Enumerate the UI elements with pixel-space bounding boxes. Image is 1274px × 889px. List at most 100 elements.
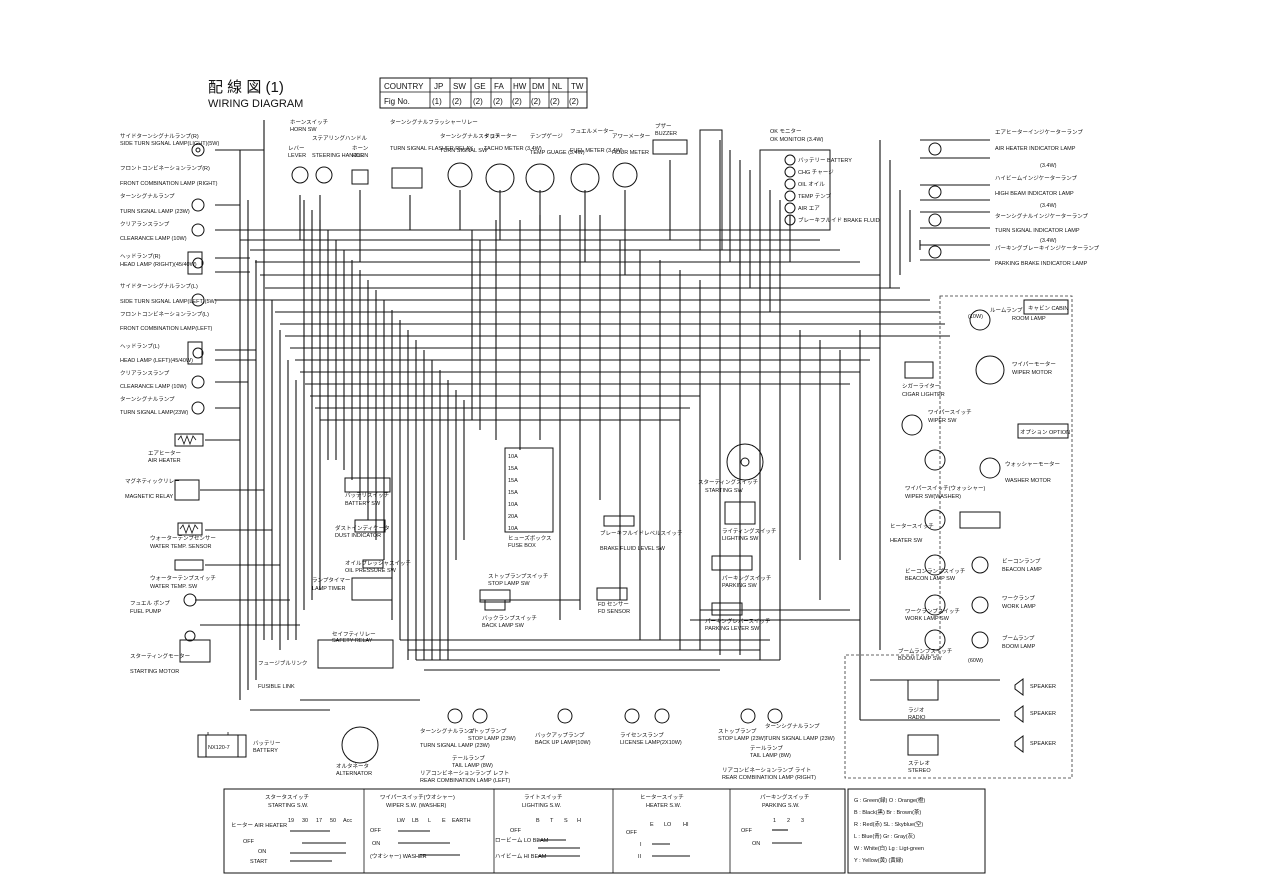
sw-light-row-hi: ハイビーム HI BEAM xyxy=(495,852,547,860)
right-indicators: エアヒーターインジケーターランプ AIR HEATER INDICATOR LA… xyxy=(928,128,1100,267)
label-beacon-lamp-jp: ビーコンランプ xyxy=(1002,557,1041,565)
label-license: LICENSE LAMP(2X10W) xyxy=(620,740,682,746)
label-rr-turn: TURN SIGNAL LAMP (23W) xyxy=(765,736,835,742)
cabin-region: キャビン CABIN オプション OPTION ルームランプ ROOM LAMP… xyxy=(844,295,1073,779)
option-tag: オプション OPTION xyxy=(1020,429,1070,436)
label-clearance-l-jp: クリアランスランプ xyxy=(120,370,170,377)
monitor-temp: TEMP テンプ xyxy=(798,193,832,200)
label-head-lamp-l: HEAD LAMP (LEFT)(45/40W) xyxy=(120,358,193,364)
label-work-lamp-sw-jp: ワークランプスイッチ xyxy=(905,608,960,615)
label-clearance-l: CLEARANCE LAMP (10W) xyxy=(120,384,187,390)
label-alternator-jp: オルタネータ xyxy=(336,762,369,770)
label-steering-jp: ステアリングハンドル xyxy=(312,134,368,142)
monitor-brake-fluid: ブレーキフルイド BRAKE FLUID xyxy=(798,216,880,224)
sw-light-col-t: T xyxy=(550,818,554,824)
label-turn-ind-jp: ターンシグナルインジケーターランプ xyxy=(995,212,1089,220)
title-jp: 配 線 図 (1) xyxy=(208,79,284,96)
sw-wiper-row-washer: (ウオシャー) WASHER xyxy=(370,852,427,860)
label-rl-tail-jp: テールランプ xyxy=(452,755,485,762)
label-rl-stop-jp: ストップランプ xyxy=(468,728,507,735)
fuse-3: 15A xyxy=(508,478,518,484)
sw-wiper-col-lb: LB xyxy=(412,818,419,824)
sw-parking-title-jp: パーキングスイッチ xyxy=(760,793,809,801)
monitor-charge: CHG チャージ xyxy=(798,169,834,176)
label-fuel-meter: FUEL METER (3.4W) xyxy=(570,148,623,154)
label-fuel-meter-jp: フュエルメーター xyxy=(570,127,614,135)
label-clearance-r-jp: クリアランスランプ xyxy=(120,221,170,228)
fuse-1: 10A xyxy=(508,454,518,460)
label-lighting-sw-jp: ライティングスイッチ xyxy=(722,527,777,535)
label-wiper-sw: WIPER SW xyxy=(928,418,957,424)
label-heater-sw: HEATER SW xyxy=(890,538,923,544)
label-air-heater-jp: エアヒーター xyxy=(148,449,181,457)
label-starting-sw-jp: スターティングスイッチ xyxy=(698,478,758,486)
sw-start-col-17: 17 xyxy=(316,818,322,824)
label-turn-ind: TURN SIGNAL INDICATOR LAMP xyxy=(995,228,1080,234)
left-component-labels: サイドターンシグナルランプ(R) SIDE TURN SIGNAL LAMP(L… xyxy=(120,132,219,675)
label-turn-signal-sw: TURN SIGNAL SW xyxy=(440,148,488,154)
label-fusible-link: FUSIBLE LINK xyxy=(258,684,295,690)
label-side-turn-l-jp: サイドターンシグナルランプ(L) xyxy=(120,282,198,290)
country-dm: DM xyxy=(532,82,545,91)
label-magnetic-relay: MAGNETIC RELAY xyxy=(125,494,174,500)
label-rear-combo-right-jp: リアコンビネーションランプ ライト xyxy=(722,766,811,774)
sw-parking-row-off: OFF xyxy=(741,828,753,834)
label-rl-turn: TURN SIGNAL LAMP (23W) xyxy=(420,743,490,749)
label-fuel-pump-jp: フュエル ポンプ xyxy=(130,600,170,607)
label-beacon-sw: BEACON LAMP SW xyxy=(905,576,956,582)
sw-start-title: STARTING S.W. xyxy=(268,803,309,809)
sw-parking-title: PARKING S.W. xyxy=(762,803,800,809)
label-air-heater-ind-w: (3.4W) xyxy=(1040,163,1057,169)
label-starting-motor: STARTING MOTOR xyxy=(130,669,179,675)
fig-hw: (2) xyxy=(512,97,522,106)
label-oil-pressure-sw-jp: オイルプレッシャスイッチ xyxy=(345,560,411,567)
label-temp-gauge: TEMP GUAGE (3.4W) xyxy=(530,150,585,156)
label-rear-combo-right: REAR COMBINATION LAMP (RIGHT) xyxy=(722,775,816,781)
label-tacho: TACHO METER (3.4W) xyxy=(484,146,542,152)
title-en: WIRING DIAGRAM xyxy=(208,98,303,110)
label-washer-motor: WASHER MOTOR xyxy=(1005,478,1051,484)
sw-heater-row-2: II xyxy=(638,854,642,860)
label-turn-ind-w: (3.4W) xyxy=(1040,238,1057,244)
legend-row-1: G : Green(緑) O : Orange(橙) xyxy=(854,796,925,804)
sw-wiper-title: WIPER S.W. (WASHER) xyxy=(386,803,446,809)
label-head-lamp-r: HEAD LAMP (RIGHT)(45/40W) xyxy=(120,262,197,268)
sw-parking-row-on: ON xyxy=(752,841,760,847)
country-sw: SW xyxy=(453,82,466,91)
fig-tw: (2) xyxy=(569,97,579,106)
label-tacho-jp: タコメーター xyxy=(484,132,517,140)
label-rl-tail: TAIL LAMP (8W) xyxy=(452,763,493,769)
label-back-lamp-sw: BACK LAMP SW xyxy=(482,623,525,629)
label-rl-turn-jp: ターンシグナルランプ xyxy=(420,727,475,735)
center-components: 10A 15A 15A 15A 10A 20A 10A スターティングスイッチ … xyxy=(205,443,777,777)
fig-ge: (2) xyxy=(473,97,483,106)
sw-light-col-b: B xyxy=(536,818,540,824)
sw-start-col-30: 30 xyxy=(302,818,308,824)
label-clearance-r: CLEARANCE LAMP (10W) xyxy=(120,236,187,242)
cabin-tag: キャビン CABIN xyxy=(1028,304,1068,312)
legend-row-5: W : White(白) Lg : Ligt-green xyxy=(854,844,924,852)
label-ok-monitor: OK MONITOR (3.4W) xyxy=(770,137,824,143)
label-parking-lever-sw: PARKING LEVER SW xyxy=(705,626,760,632)
label-starting-sw: STARTING SW xyxy=(705,488,743,494)
sw-start-col-19: 19 xyxy=(288,818,294,824)
country-nl: NL xyxy=(552,82,563,91)
label-side-turn-r: SIDE TURN SIGNAL LAMP(LIGHT)(5W) xyxy=(120,141,219,147)
country-ge: GE xyxy=(474,82,486,91)
label-parking-sw: PARKING SW xyxy=(722,583,758,589)
country-jp: JP xyxy=(434,82,443,91)
sw-parking-col-3: 3 xyxy=(801,818,804,824)
label-wiper-sw-washer-jp: ワイパースイッチ(ウォッシャー) xyxy=(905,484,985,492)
sw-start-col-50: 50 xyxy=(330,818,336,824)
fig-nl: (2) xyxy=(550,97,560,106)
fig-no-label: Fig No. xyxy=(384,97,410,106)
label-turn-signal-r: TURN SIGNAL LAMP (23W) xyxy=(120,209,190,215)
label-stop-lamp-sw-jp: ストップランプスイッチ xyxy=(488,573,548,580)
label-parking-brake-ind: PARKING BRAKE INDICATOR LAMP xyxy=(995,261,1088,267)
label-boom-lamp: BOOM LAMP xyxy=(1002,644,1036,650)
label-lever: LEVER xyxy=(288,153,306,159)
label-high-beam-ind-jp: ハイビームインジケーターランプ xyxy=(995,174,1078,182)
label-radio-jp: ラジオ xyxy=(908,707,924,714)
label-wiper-sw-washer: WIPER SW(WASHER) xyxy=(905,494,961,500)
